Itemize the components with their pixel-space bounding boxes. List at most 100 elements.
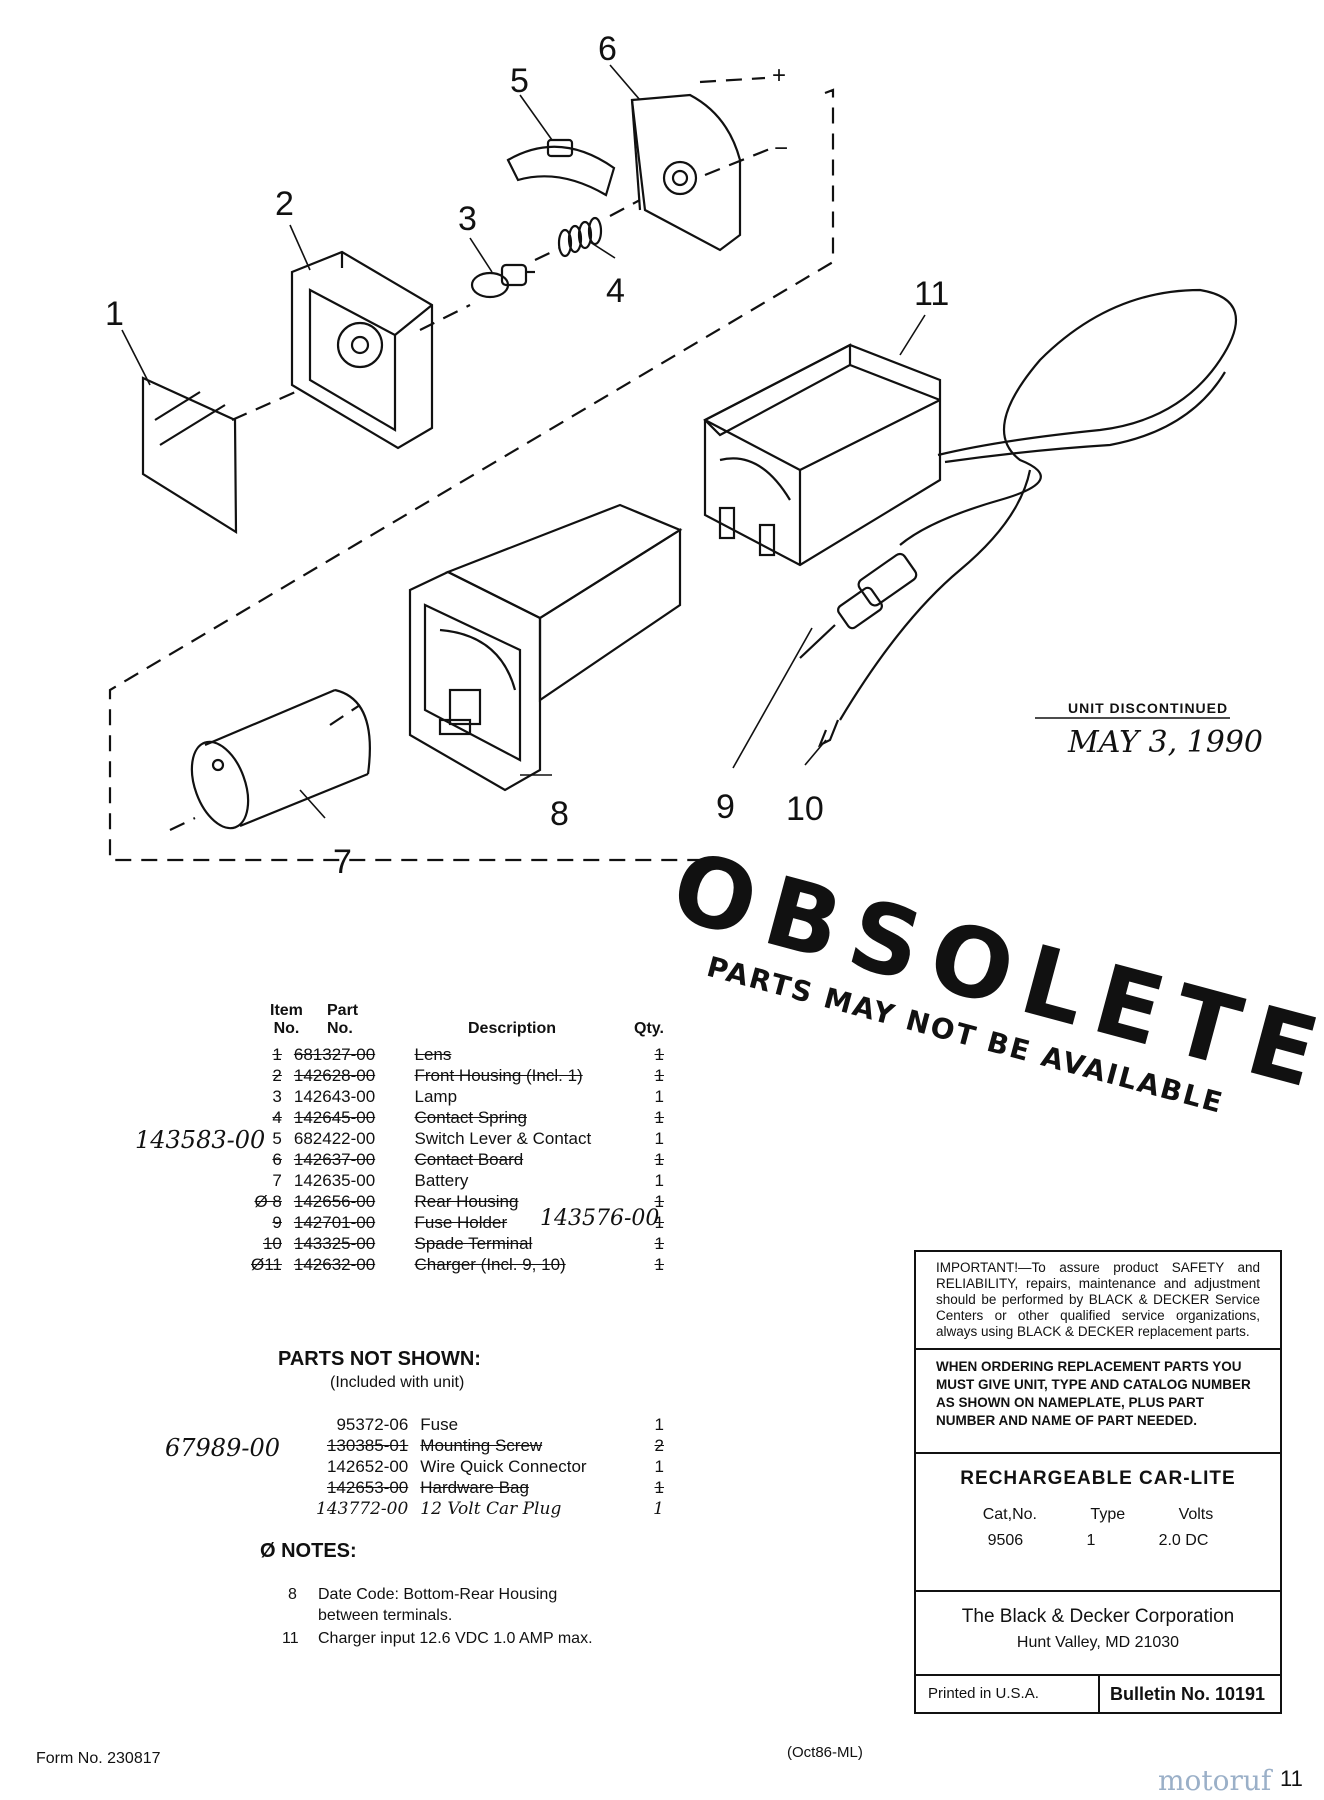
part-number: 142637-00 (293, 1149, 376, 1169)
charger-cord (839, 288, 1237, 721)
part-qty: 1 (654, 1107, 664, 1127)
item-number: Ø 8 (254, 1191, 282, 1211)
callout-leaders (121, 64, 1230, 819)
cat-no-header: Cat,No. (982, 1506, 1037, 1523)
minus-terminal-label: − (774, 135, 789, 162)
note-11-text: Charger input 12.6 VDC 1.0 AMP max. (318, 1630, 593, 1647)
part-number: 143772-00 (316, 1498, 409, 1519)
handwritten-part-5: 143583-00 (135, 1126, 266, 1154)
callout-5: 5 (510, 62, 529, 100)
part-description: Spade Terminal (414, 1233, 533, 1253)
volts-value: 2.0 DC (1158, 1532, 1209, 1549)
qty-header: Qty. (634, 1020, 664, 1037)
part-number: 95372-06 (336, 1414, 409, 1434)
callout-3: 3 (458, 200, 477, 238)
part-description: Mounting Screw (420, 1435, 543, 1455)
callout-1: 1 (105, 295, 124, 333)
part-description: Fuse (420, 1414, 459, 1434)
callout-11: 11 (914, 275, 950, 313)
battery-part (190, 688, 371, 830)
part-qty: 1 (654, 1456, 664, 1476)
part-qty: 1 (654, 1191, 664, 1211)
part-description: Lens (414, 1044, 452, 1064)
part-qty: 1 (654, 1044, 664, 1064)
spring-part (557, 216, 603, 258)
callout-10: 10 (786, 790, 824, 828)
part-number: 681327-00 (293, 1044, 376, 1064)
part-number: 142643-00 (293, 1086, 376, 1106)
info-box: IMPORTANT!—To assure product SAFETY and … (914, 1250, 1282, 1714)
charger-part (703, 343, 942, 567)
company-name: The Black & Decker Corporation (961, 1606, 1235, 1627)
callout-7: 7 (333, 843, 352, 881)
part-description: Contact Board (414, 1149, 524, 1169)
item-number: 3 (272, 1086, 282, 1106)
front-housing-part (290, 250, 434, 450)
part-number: 142635-00 (293, 1170, 376, 1190)
important-notice: IMPORTANT!—To assure product SAFETY and … (916, 1252, 1280, 1350)
parts-row: 1 681327-00 Lens 1 (245, 1044, 670, 1065)
handwritten-screw-part: 67989-00 (165, 1434, 280, 1462)
spade-terminal-part (817, 719, 840, 748)
part-description: Charger (Incl. 9, 10) (414, 1254, 566, 1274)
ordering-notice: WHEN ORDERING REPLACEMENT PARTS YOU MUST… (916, 1350, 1280, 1454)
part-description: Lamp (414, 1086, 458, 1106)
exploded-parts-diagram (108, 64, 1237, 862)
spec-headers: Cat,No. Type Volts (936, 1506, 1260, 1524)
note-8-line1: Date Code: Bottom-Rear Housing (318, 1586, 558, 1603)
part-description: Hardware Bag (420, 1477, 529, 1497)
discontinued-date: MAY 3, 1990 (1068, 725, 1264, 760)
parts-not-shown-subtitle: (Included with unit) (330, 1374, 465, 1391)
part-qty: 1 (654, 1233, 664, 1253)
rear-housing-part (408, 503, 683, 792)
part-qty: 1 (654, 1170, 664, 1190)
parts-not-shown-row: 130385-01 Mounting Screw 2 (310, 1435, 670, 1456)
callout-6: 6 (598, 30, 617, 68)
document-code: (Oct86-ML) (787, 1744, 863, 1761)
type-header: Type (1090, 1506, 1126, 1523)
item-number: 1 (272, 1044, 282, 1064)
contact-board-part (630, 93, 742, 252)
part-number: 142645-00 (293, 1107, 376, 1127)
part-number: 130385-01 (326, 1435, 409, 1455)
part-description: Battery (414, 1170, 469, 1190)
part-qty: 1 (654, 1414, 664, 1434)
bulletin-row: Printed in U.S.A. Bulletin No. 10191 (916, 1676, 1280, 1712)
callout-8: 8 (550, 795, 569, 833)
item-number: 7 (272, 1170, 282, 1190)
item-number: Ø11 (251, 1254, 282, 1274)
note-11-number: 11 (282, 1630, 299, 1647)
part-number: 142652-00 (326, 1456, 409, 1476)
note-8-line2: between terminals. (318, 1607, 453, 1624)
lens-part (141, 376, 238, 534)
spec-values: 9506 1 2.0 DC (936, 1532, 1260, 1550)
description-header: Description (468, 1020, 557, 1037)
watermark: motoruf (1158, 1764, 1272, 1797)
part-qty: 1 (653, 1498, 664, 1519)
parts-row: 7 142635-00 Battery 1 (245, 1170, 670, 1191)
item-number: 5 (272, 1128, 282, 1148)
product-info: RECHARGEABLE CAR-LITE Cat,No. Type Volts… (916, 1454, 1280, 1592)
cat-no-value: 9506 (987, 1532, 1024, 1549)
part-number: 142653-00 (326, 1477, 409, 1497)
part-qty: 2 (654, 1435, 664, 1455)
note-8-number: 8 (288, 1586, 297, 1603)
part-description: Switch Lever & Contact (414, 1128, 592, 1148)
fuse-holder-part (799, 552, 918, 659)
part-qty: 1 (654, 1065, 664, 1085)
item-number: 9 (272, 1212, 282, 1232)
part-description: Fuse Holder (414, 1212, 508, 1232)
part-number: 142701-00 (293, 1212, 376, 1232)
parts-not-shown-title: PARTS NOT SHOWN: (278, 1348, 481, 1370)
lamp-part (470, 263, 535, 299)
